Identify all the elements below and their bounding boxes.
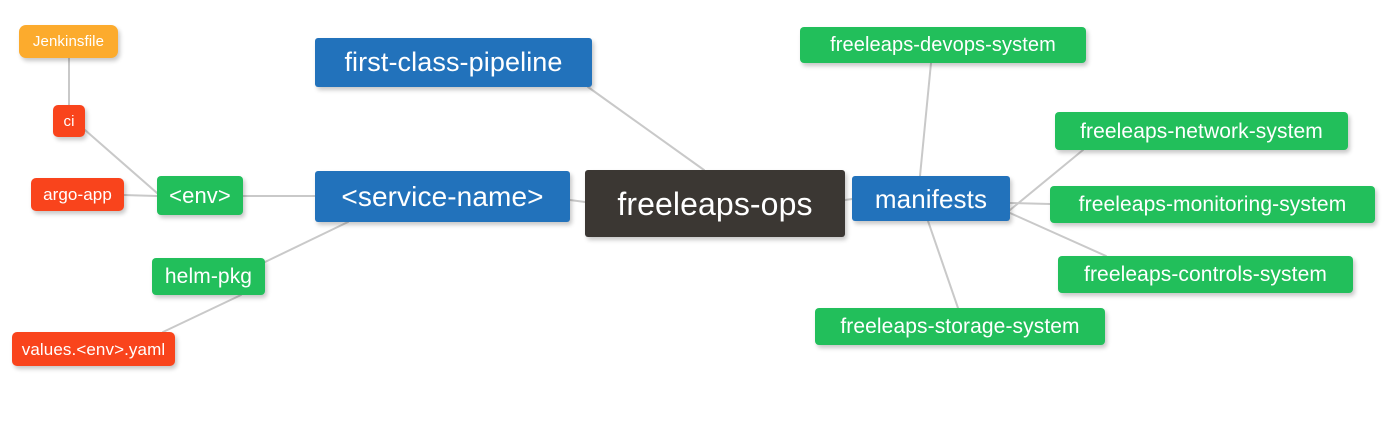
mindmap-edge-helm-pkg-to-service-name	[264, 221, 349, 263]
mindmap-node-argo-app[interactable]: argo-app	[31, 178, 124, 211]
mindmap-node-label: <service-name>	[341, 180, 544, 212]
mindmap-node-label: freeleaps-devops-system	[830, 34, 1056, 56]
mindmap-node-label: argo-app	[43, 185, 112, 204]
mindmap-node-label: first-class-pipeline	[344, 47, 563, 77]
mindmap-node-label: Jenkinsfile	[32, 33, 105, 50]
mindmap-node-manifests[interactable]: manifests	[852, 176, 1010, 221]
mindmap-node-network-system[interactable]: freeleaps-network-system	[1055, 112, 1348, 150]
mindmap-node-helm-pkg[interactable]: helm-pkg	[152, 258, 265, 295]
mindmap-node-first-class-pipeline[interactable]: first-class-pipeline	[315, 38, 592, 87]
mindmap-node-env[interactable]: <env>	[157, 176, 243, 215]
mindmap-node-label: freeleaps-ops	[617, 185, 813, 222]
mindmap-node-service-name[interactable]: <service-name>	[315, 171, 570, 222]
mindmap-node-label: freeleaps-controls-system	[1084, 263, 1327, 286]
mindmap-edge-argo-app-to-env	[123, 194, 158, 197]
mindmap-node-label: ci	[63, 112, 75, 130]
mindmap-node-label: values.<env>.yaml	[21, 339, 166, 359]
mindmap-edge-manifests-to-network-system	[1009, 149, 1084, 211]
mindmap-edge-service-name-to-freeleaps-ops	[569, 199, 586, 203]
mindmap-node-jenkinsfile[interactable]: Jenkinsfile	[19, 25, 118, 58]
mindmap-edge-freeleaps-ops-to-manifests	[844, 198, 853, 201]
mindmap-node-storage-system[interactable]: freeleaps-storage-system	[815, 308, 1105, 345]
mindmap-node-label: manifests	[874, 183, 988, 214]
mindmap-edge-manifests-to-storage-system	[927, 220, 959, 309]
mindmap-node-controls-system[interactable]: freeleaps-controls-system	[1058, 256, 1353, 293]
mindmap-edge-manifests-to-monitoring-system	[1009, 202, 1051, 205]
mindmap-edge-values-yaml-to-helm-pkg	[162, 294, 242, 333]
mindmap-edge-manifests-to-controls-system	[1009, 212, 1107, 257]
mindmap-node-label: freeleaps-storage-system	[840, 315, 1080, 338]
mindmap-node-label: freeleaps-network-system	[1080, 119, 1323, 143]
mindmap-node-label: freeleaps-monitoring-system	[1078, 193, 1347, 216]
mindmap-node-label: <env>	[169, 182, 231, 208]
mindmap-node-ci[interactable]: ci	[53, 105, 85, 137]
mindmap-node-devops-system[interactable]: freeleaps-devops-system	[800, 27, 1086, 63]
mindmap-node-freeleaps-ops[interactable]: freeleaps-ops	[585, 170, 845, 237]
mindmap-node-label: helm-pkg	[164, 265, 253, 288]
mindmap-node-values-yaml[interactable]: values.<env>.yaml	[12, 332, 175, 366]
mindmap-edge-manifests-to-devops-system	[919, 62, 932, 177]
mindmap-edge-first-class-pipeline-to-freeleaps-ops	[587, 86, 705, 171]
mindmap-edge-ci-to-env	[84, 129, 158, 194]
mindmap-node-monitoring-system[interactable]: freeleaps-monitoring-system	[1050, 186, 1375, 223]
